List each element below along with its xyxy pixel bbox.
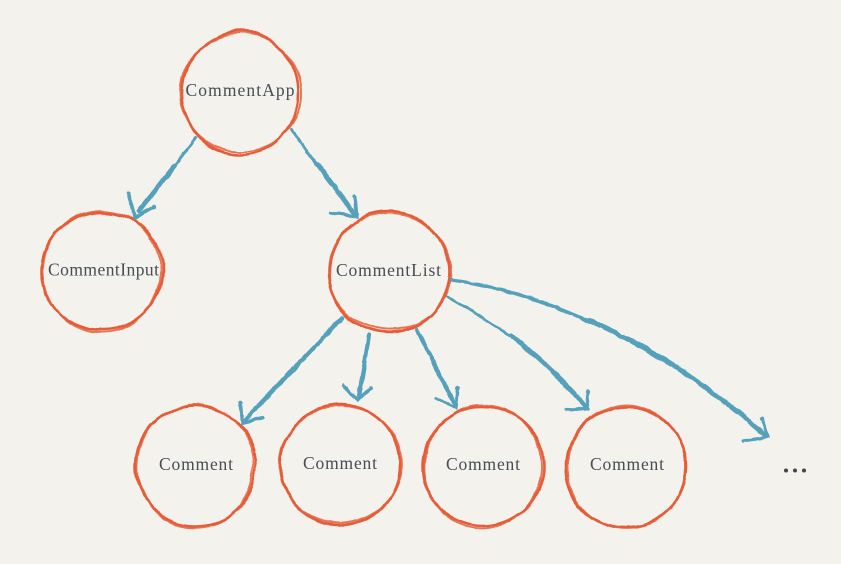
svg-text:Comment: Comment (446, 454, 520, 474)
svg-text:CommentInput: CommentInput (48, 260, 159, 280)
svg-text:Comment: Comment (159, 454, 233, 474)
svg-text:CommentApp: CommentApp (186, 80, 295, 100)
svg-text:Comment: Comment (590, 454, 664, 474)
svg-text:CommentList: CommentList (336, 260, 441, 280)
svg-text:Comment: Comment (303, 453, 377, 473)
